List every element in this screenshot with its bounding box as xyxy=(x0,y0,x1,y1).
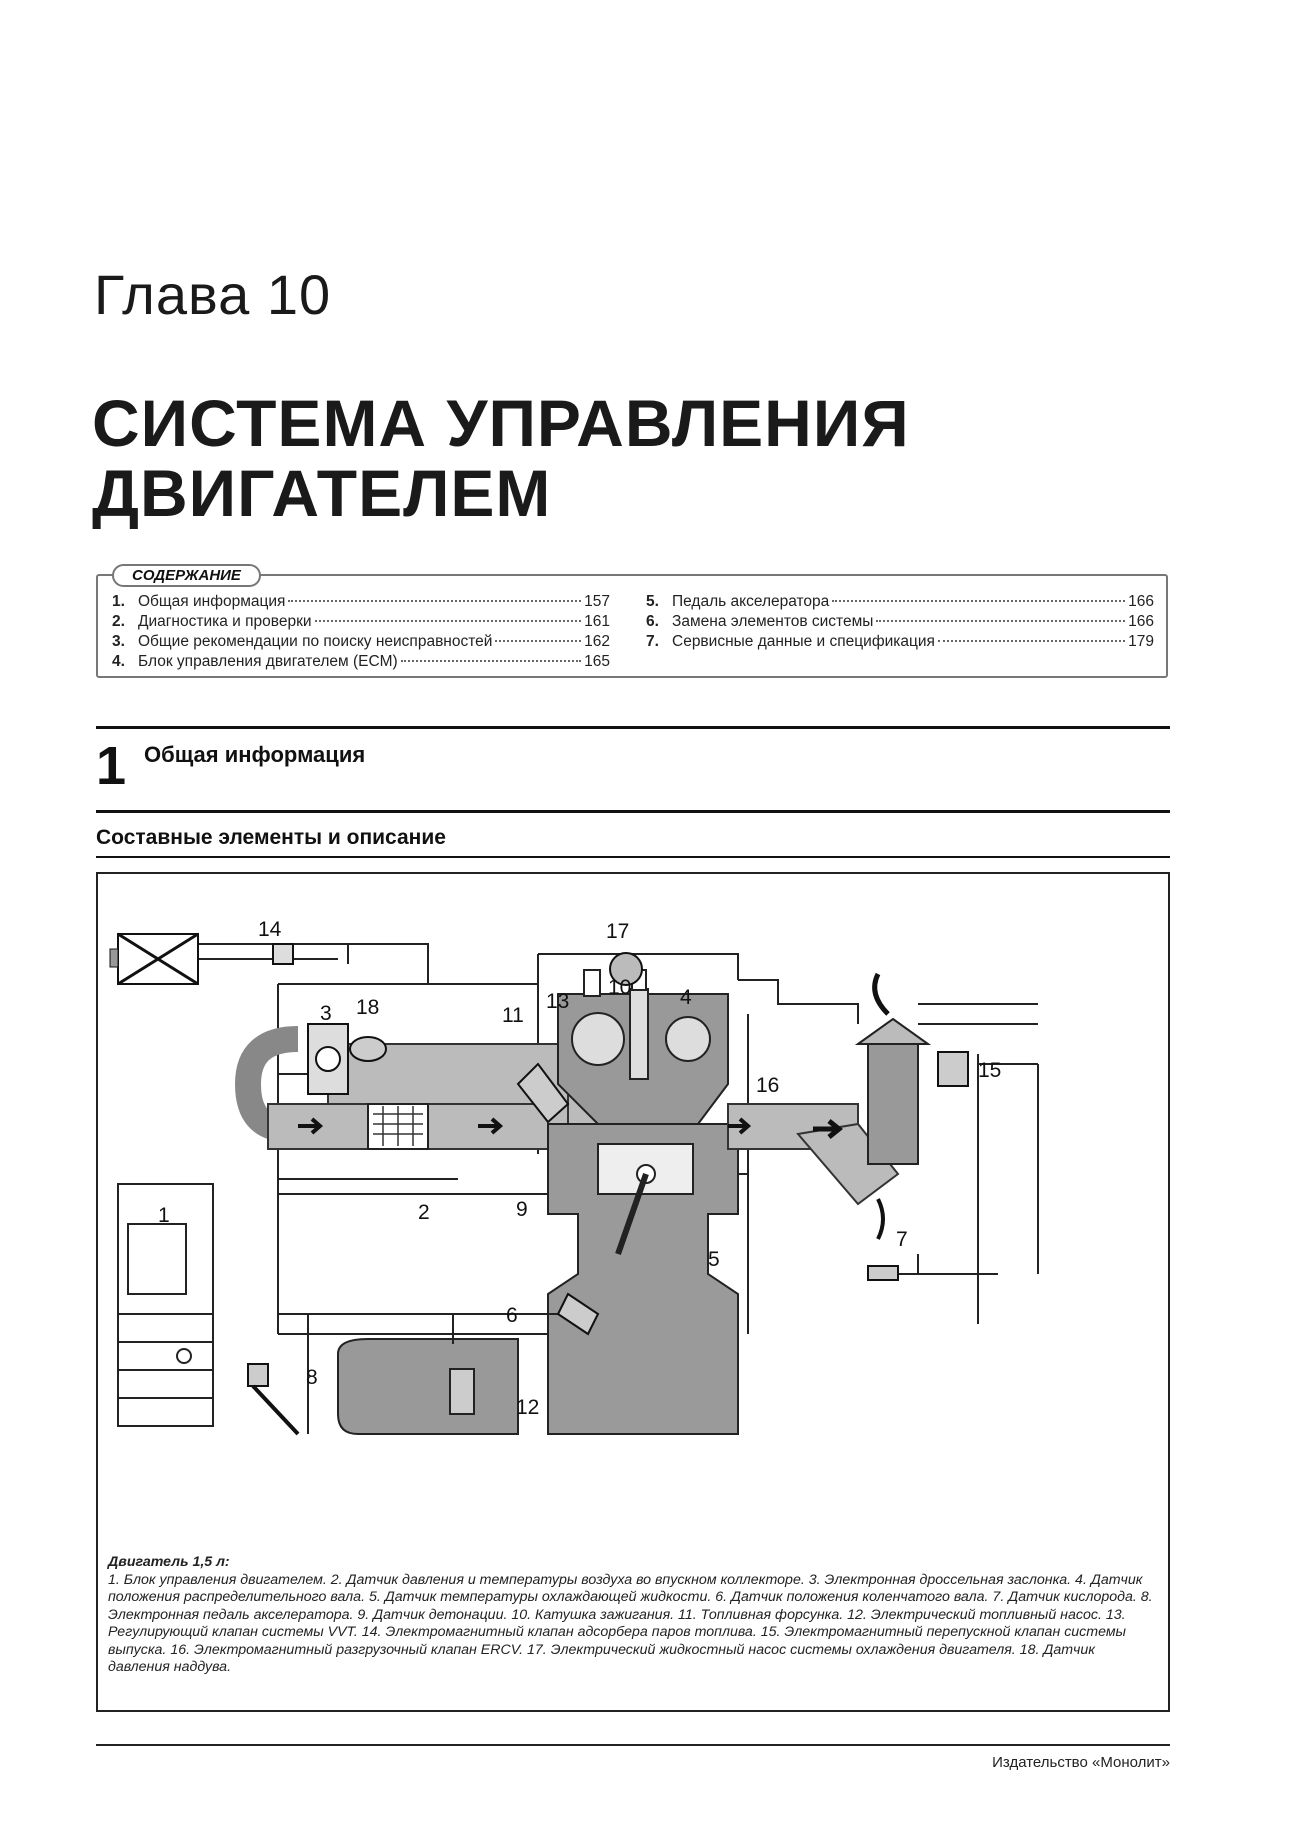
engine-block xyxy=(547,1123,739,1435)
toc-leader-dots xyxy=(832,600,1126,602)
caption-text: 1. Блок управления двигателем. 2. Датчик… xyxy=(108,1571,1153,1676)
boost-pressure-sensor xyxy=(349,1036,387,1062)
cylinder-head xyxy=(557,969,729,1125)
toc-item[interactable]: 2. Диагностика и проверки 161 xyxy=(112,612,610,632)
toc-item[interactable]: 1. Общая информация 157 xyxy=(112,592,610,612)
toc-item-page: 161 xyxy=(584,613,610,630)
chapter-title-line-1: СИСТЕМА УПРАВЛЕНИЯ xyxy=(92,386,910,460)
callout-13: 13 xyxy=(546,990,569,1013)
chapter-title-line-2: ДВИГАТЕЛЕМ xyxy=(92,456,552,530)
crank-position-sensor xyxy=(556,1292,600,1336)
accelerator-pedal xyxy=(247,1363,300,1436)
toc-item-number: 5. xyxy=(646,593,659,610)
toc-item-page: 165 xyxy=(584,653,610,670)
subsection-title: Составные элементы и описание xyxy=(96,826,446,849)
toc-item-text: Общие рекомендации по поиску неисправнос… xyxy=(138,633,493,650)
fuel-injector xyxy=(516,1062,570,1124)
callout-7: 7 xyxy=(896,1228,908,1251)
toc-item-text: Педаль акселератора xyxy=(672,593,830,610)
toc-leader-dots xyxy=(400,660,582,662)
toc-item-number: 3. xyxy=(112,633,125,650)
toc-item[interactable]: 4. Блок управления двигателем (ECM) 165 xyxy=(112,652,610,672)
toc-item-text: Диагностика и проверки xyxy=(138,613,312,630)
toc-header: СОДЕРЖАНИЕ xyxy=(112,564,261,587)
toc-leader-dots xyxy=(288,600,582,602)
callout-2: 2 xyxy=(418,1201,430,1224)
toc-column-right: 5. Педаль акселератора 166 6. Замена эле… xyxy=(646,592,1154,652)
callout-6: 6 xyxy=(506,1304,518,1327)
oxygen-sensor xyxy=(867,1265,899,1281)
toc-item[interactable]: 7. Сервисные данные и спецификация 179 xyxy=(646,632,1154,652)
chapter-label: Глава 10 xyxy=(94,263,332,326)
toc-item-page: 162 xyxy=(584,633,610,650)
toc-item[interactable]: 6. Замена элементов системы 166 xyxy=(646,612,1154,632)
publisher-name: Издательство «Монолит» xyxy=(992,1754,1170,1771)
toc-item-number: 4. xyxy=(112,653,125,670)
callout-9: 9 xyxy=(516,1198,528,1221)
toc-item-text: Сервисные данные и спецификация xyxy=(672,633,935,650)
section-rule-top xyxy=(96,726,1170,729)
toc-leader-dots xyxy=(314,620,582,622)
callout-15: 15 xyxy=(978,1059,1001,1082)
engine-diagram-figure: 1 2 3 4 5 6 7 8 9 10 11 12 13 14 15 16 1… xyxy=(96,872,1170,1712)
callout-3: 3 xyxy=(320,1002,332,1025)
ecm-unit xyxy=(117,1183,214,1427)
exhaust-wires xyxy=(918,1003,1038,1025)
section-title: Общая информация xyxy=(144,742,366,767)
chapter-title: СИСТЕМА УПРАВЛЕНИЯ ДВИГАТЕЛЕМ xyxy=(92,388,1192,528)
toc-item[interactable]: 5. Педаль акселератора 166 xyxy=(646,592,1154,612)
toc-item-text: Блок управления двигателем (ECM) xyxy=(138,653,398,670)
coolant-line-right xyxy=(738,979,859,1024)
toc-item-page: 157 xyxy=(584,593,610,610)
coolant-line-top xyxy=(537,953,739,984)
throttle-body xyxy=(307,1023,349,1095)
purge-hose xyxy=(198,943,429,984)
toc-item-number: 2. xyxy=(112,613,125,630)
toc-item-number: 7. xyxy=(646,633,659,650)
toc-item-page: 166 xyxy=(1128,613,1154,630)
figure-caption: Двигатель 1,5 л: 1. Блок управления двиг… xyxy=(108,1554,1158,1677)
callout-10: 10 xyxy=(608,976,631,999)
toc-leader-dots xyxy=(937,640,1126,642)
toc-item-text: Общая информация xyxy=(138,593,286,610)
exhaust-bypass-solenoid xyxy=(937,1051,969,1087)
callout-18: 18 xyxy=(356,996,379,1019)
harness-line-left xyxy=(277,983,428,1334)
fuel-tank xyxy=(337,1313,598,1435)
callout-12: 12 xyxy=(516,1396,539,1419)
section-number: 1 xyxy=(96,736,127,796)
toc-leader-dots xyxy=(876,620,1126,622)
callout-5: 5 xyxy=(708,1248,720,1271)
toc-item-number: 1. xyxy=(112,593,125,610)
toc-item[interactable]: 3. Общие рекомендации по поиску неисправ… xyxy=(112,632,610,652)
callout-14: 14 xyxy=(258,918,282,941)
toc-leader-dots xyxy=(495,640,582,642)
turbocharger xyxy=(854,972,932,1165)
toc-item-page: 166 xyxy=(1128,593,1154,610)
table-of-contents: СОДЕРЖАНИЕ 1. Общая информация 157 2. Ди… xyxy=(96,564,1168,678)
toc-item-page: 179 xyxy=(1128,633,1154,650)
callout-11: 11 xyxy=(502,1004,524,1027)
callout-1: 1 xyxy=(158,1204,170,1227)
callout-17: 17 xyxy=(606,920,629,943)
electric-coolant-pump xyxy=(609,952,643,986)
purge-valve xyxy=(272,943,294,965)
callout-16: 16 xyxy=(756,1074,779,1097)
toc-item-text: Замена элементов системы xyxy=(672,613,874,630)
engine-management-diagram: 1 2 3 4 5 6 7 8 9 10 11 12 13 14 15 16 1… xyxy=(109,918,1039,1436)
wire-right xyxy=(977,1054,1039,1324)
exhaust-manifold xyxy=(727,1103,900,1240)
toc-column-left: 1. Общая информация 157 2. Диагностика и… xyxy=(112,592,610,672)
callout-4: 4 xyxy=(680,986,692,1009)
subsection-rule xyxy=(96,856,1170,858)
callout-8: 8 xyxy=(306,1366,318,1389)
footer-rule xyxy=(96,1744,1170,1746)
toc-item-number: 6. xyxy=(646,613,659,630)
air-cleaner xyxy=(109,932,199,986)
section-rule-bottom xyxy=(96,810,1170,813)
caption-title: Двигатель 1,5 л: xyxy=(108,1554,230,1570)
